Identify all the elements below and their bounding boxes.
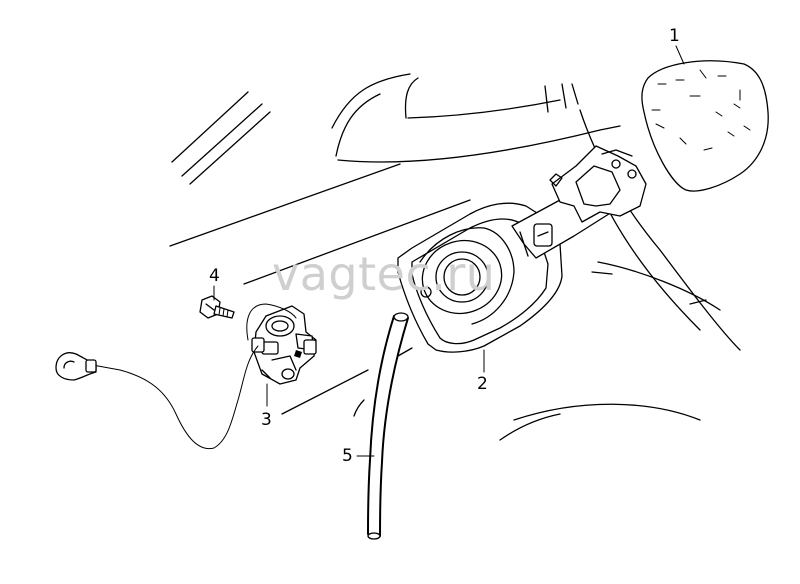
callout-label-1: 1 — [669, 26, 680, 46]
actuator-motor-part — [251, 305, 317, 385]
body-contour-lines — [169, 73, 741, 441]
filler-neck-housing-part — [397, 145, 647, 353]
screw-part — [199, 295, 235, 319]
callout-label-5: 5 — [342, 446, 353, 466]
watermark-text: vagtec.ru — [272, 247, 496, 301]
drain-hose-part — [367, 312, 409, 540]
callout-label-3: 3 — [261, 410, 272, 430]
callout-label-4: 4 — [209, 266, 220, 286]
release-cable — [55, 303, 297, 450]
fuel-filler-flap-part — [641, 60, 769, 192]
callout-label-2: 2 — [477, 374, 488, 394]
callout-leader-lines — [213, 45, 685, 457]
